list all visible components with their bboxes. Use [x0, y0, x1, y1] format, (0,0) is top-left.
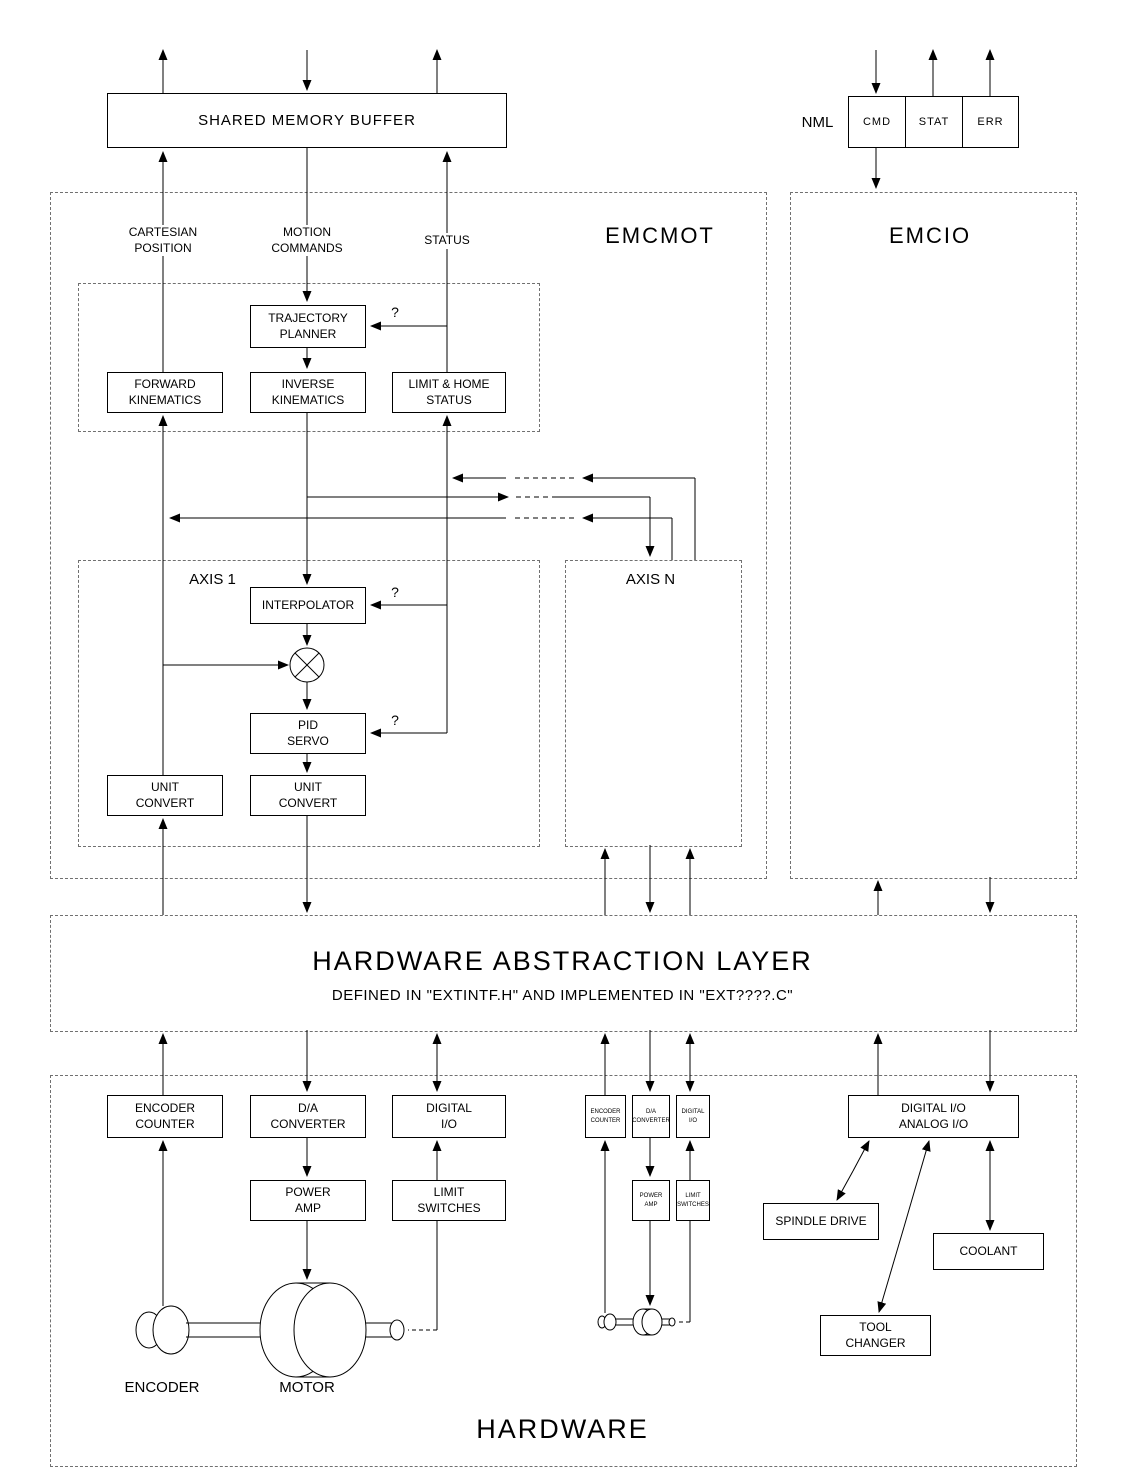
emcmot-region [50, 192, 767, 879]
nml-cmd-box: CMD [848, 96, 906, 148]
digital-io-box: DIGITAL I/O [392, 1095, 506, 1138]
axisn-power-amp-box: POWER AMP [632, 1180, 670, 1221]
question-mark-trajectory: ? [391, 304, 399, 320]
encoder-counter-box: ENCODER COUNTER [107, 1095, 223, 1138]
shared-memory-buffer-box: SHARED MEMORY BUFFER [107, 93, 507, 148]
question-mark-pid: ? [391, 712, 399, 728]
limit-home-status-box: LIMIT & HOME STATUS [392, 372, 506, 413]
nml-stat-box: STAT [905, 96, 963, 148]
axisn-label: AXIS N [625, 571, 676, 588]
hal-region [50, 915, 1077, 1032]
axisn-da-converter-box: D/A CONVERTER [632, 1095, 670, 1138]
da-converter-box: D/A CONVERTER [250, 1095, 366, 1138]
hardware-title: HARDWARE [476, 1414, 649, 1444]
axisn-region [565, 560, 742, 847]
cartesian-position-label: CARTESIAN POSITION [113, 225, 213, 257]
axisn-encoder-counter-box: ENCODER COUNTER [585, 1095, 626, 1138]
tool-changer-box: TOOL CHANGER [820, 1315, 931, 1356]
trajectory-planner-box: TRAJECTORY PLANNER [250, 305, 366, 348]
spindle-drive-box: SPINDLE DRIVE [763, 1203, 879, 1240]
question-mark-interpolator: ? [391, 584, 399, 600]
coolant-box: COOLANT [933, 1233, 1044, 1270]
inverse-kinematics-box: INVERSE KINEMATICS [250, 372, 366, 413]
unit-convert-feedback-box: UNIT CONVERT [107, 775, 223, 816]
axis1-label: AXIS 1 [189, 571, 236, 588]
axisn-limit-switches-box: LIMIT SWITCHES [676, 1180, 710, 1221]
hal-subtitle: DEFINED IN "EXTINTF.H" AND IMPLEMENTED I… [331, 987, 794, 1004]
unit-convert-command-box: UNIT CONVERT [250, 775, 366, 816]
limit-switches-box: LIMIT SWITCHES [392, 1180, 506, 1221]
digital-analog-io-box: DIGITAL I/O ANALOG I/O [848, 1095, 1019, 1138]
kinematics-group-region [78, 283, 540, 432]
pid-servo-box: PID SERVO [250, 713, 366, 754]
motion-commands-label: MOTION COMMANDS [257, 225, 357, 257]
status-label: STATUS [407, 233, 487, 249]
hal-title: HARDWARE ABSTRACTION LAYER [312, 946, 813, 976]
axisn-digital-io-box: DIGITAL I/O [676, 1095, 710, 1138]
emcio-title: EMCIO [888, 223, 972, 248]
encoder-label: ENCODER [124, 1379, 200, 1396]
power-amp-box: POWER AMP [250, 1180, 366, 1221]
nml-err-box: ERR [962, 96, 1019, 148]
nml-label: NML [801, 114, 834, 131]
emcmot-title: EMCMOT [605, 223, 715, 248]
axis1-region [78, 560, 540, 847]
forward-kinematics-box: FORWARD KINEMATICS [107, 372, 223, 413]
hardware-region [50, 1075, 1077, 1467]
interpolator-box: INTERPOLATOR [250, 587, 366, 624]
motor-label: MOTOR [279, 1379, 335, 1396]
emcio-region [790, 192, 1077, 879]
